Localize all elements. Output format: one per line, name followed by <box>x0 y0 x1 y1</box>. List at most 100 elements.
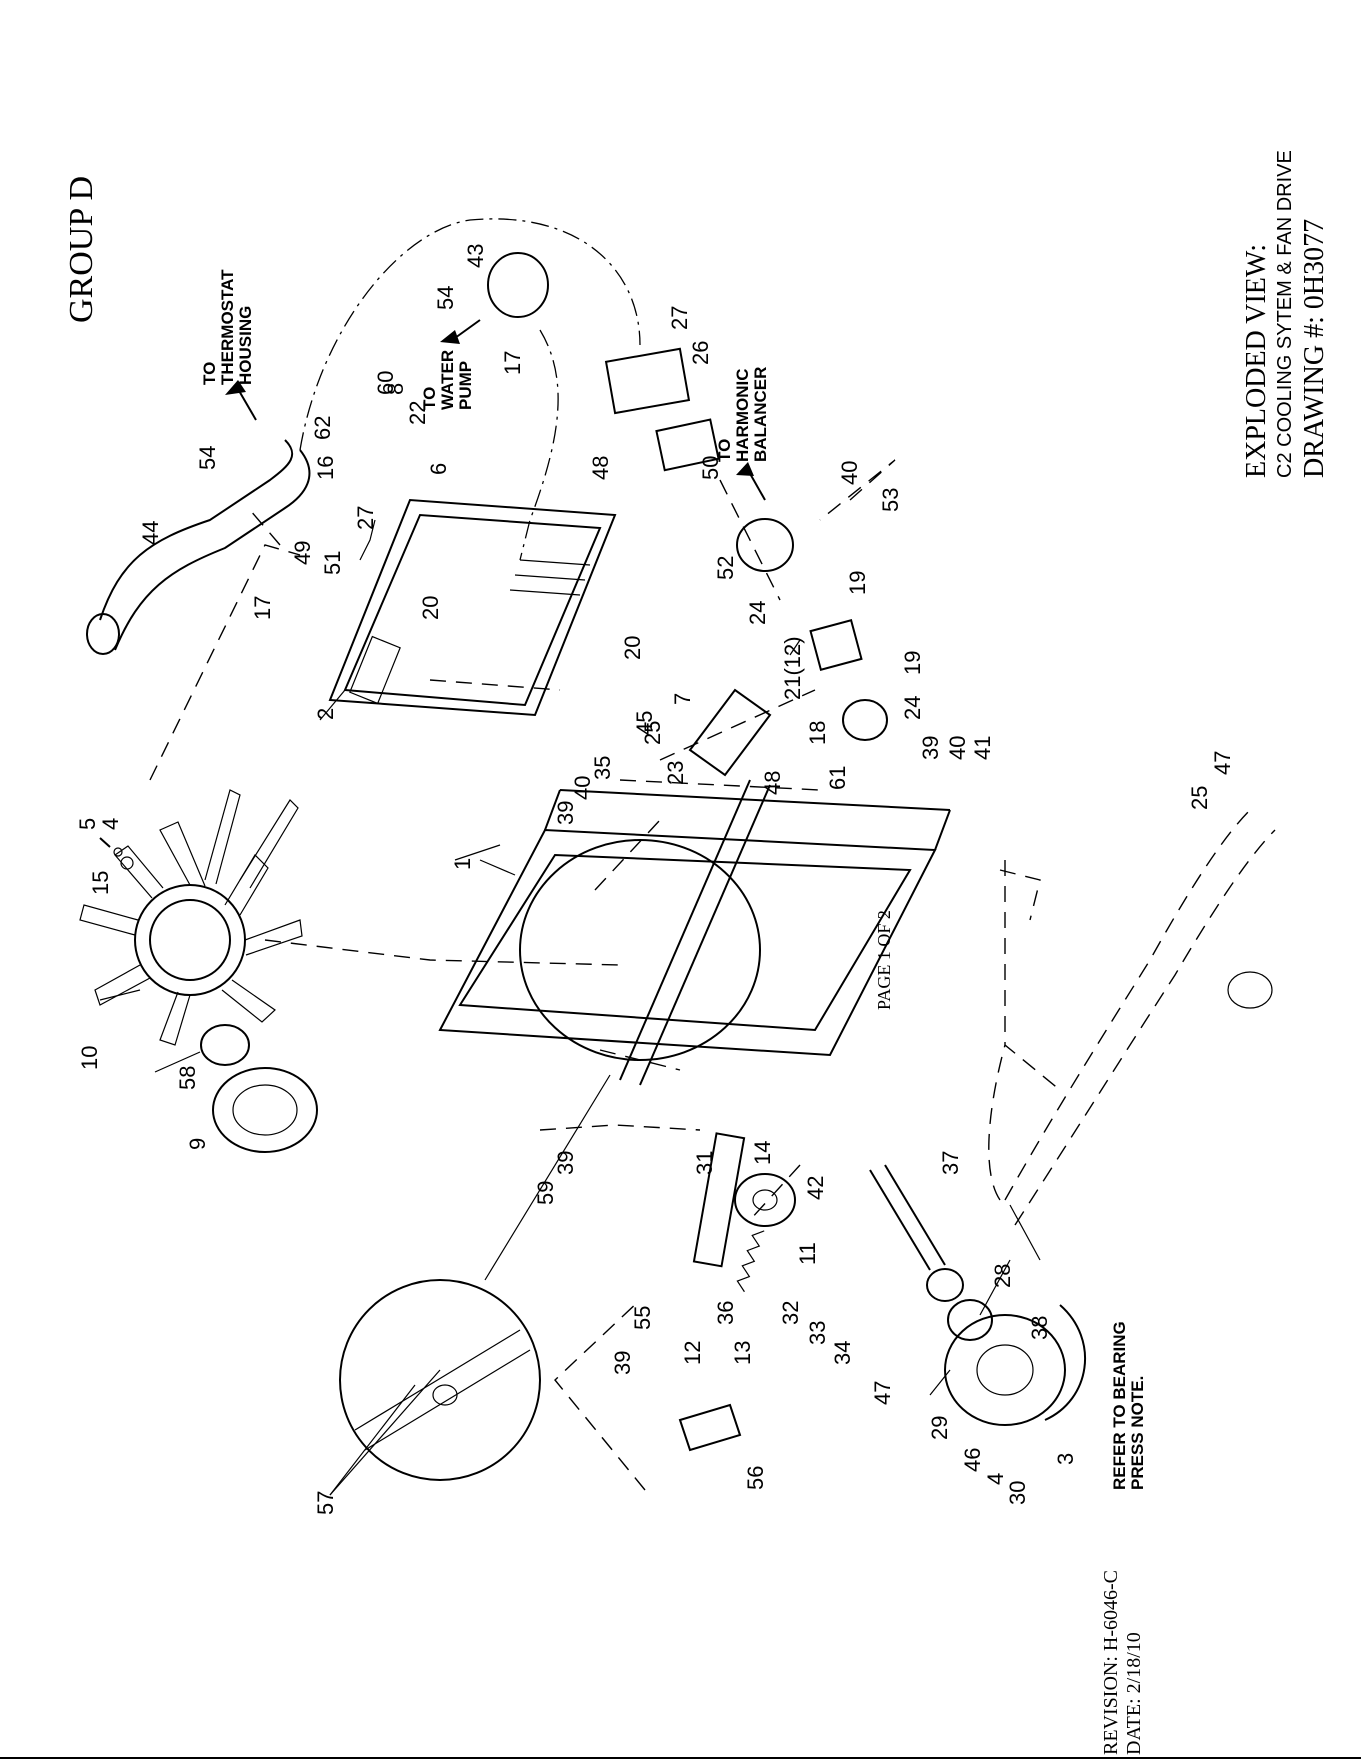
page-number: PAGE 1 OF 2 <box>874 910 894 1010</box>
drive-coupling <box>809 619 863 671</box>
harmonic-bracket <box>655 418 720 472</box>
callout-27b: 27 <box>667 306 692 330</box>
callout-13: 13 <box>730 1341 755 1365</box>
note-harmonic-line-3: BALANCER <box>751 367 770 462</box>
callout-20b: 20 <box>620 636 645 660</box>
callout-46: 46 <box>960 1448 985 1472</box>
title-line-1: EXPLODED VIEW: <box>1241 244 1272 478</box>
note-bearing-press: REFER TO BEARING PRESS NOTE. <box>1110 1321 1147 1490</box>
callout-60: 60 <box>373 371 398 395</box>
note-thermostat-line-2: THERMOSTAT <box>218 269 237 385</box>
callout-39a: 39 <box>553 801 578 825</box>
note-bearing-line-2: PRESS NOTE. <box>1128 1376 1147 1490</box>
callout-4b: 4 <box>983 1473 1008 1485</box>
callout-44: 44 <box>138 521 163 545</box>
shroud-plate <box>688 688 772 777</box>
lower-radiator-hose <box>988 809 1276 1226</box>
coolant-routing-line <box>299 218 641 561</box>
title-line-2: C2 COOLING SYTEM & FAN DRIVE <box>1274 150 1296 478</box>
fan-spacer <box>200 1024 250 1066</box>
note-bearing-line-1: REFER TO BEARING <box>1110 1321 1129 1490</box>
callout-49: 49 <box>290 541 315 565</box>
callout-48b: 48 <box>760 771 785 795</box>
callout-24a: 24 <box>745 601 770 625</box>
callout-39b: 39 <box>553 1151 578 1175</box>
callout-24b: 24 <box>900 696 925 720</box>
callout-16: 16 <box>313 456 338 480</box>
upper-radiator-hose <box>99 439 294 621</box>
callout-31: 31 <box>692 1151 717 1175</box>
callout-48a: 48 <box>588 456 613 480</box>
callout-7: 7 <box>670 693 695 705</box>
callout-40a: 40 <box>570 776 595 800</box>
fan-pulley <box>212 1067 318 1153</box>
callout-33: 33 <box>805 1321 830 1345</box>
callout-47a: 47 <box>870 1381 895 1405</box>
detail-circle <box>339 1074 611 1481</box>
callout-27a: 27 <box>353 506 378 530</box>
callout-19b: 19 <box>900 651 925 675</box>
callout-54b: 54 <box>433 286 458 310</box>
callout-8: 8 <box>383 383 408 395</box>
mounting-bracket <box>678 1403 742 1452</box>
callout-leaders <box>99 639 1041 1496</box>
callout-39d: 39 <box>918 736 943 760</box>
callout-29: 29 <box>927 1416 952 1440</box>
hub <box>947 1299 993 1341</box>
bearing <box>926 1268 964 1302</box>
title-line-3: DRAWING #: 0H3077 <box>1299 219 1330 478</box>
drive-pulley <box>944 1314 1066 1426</box>
date-label: DATE: 2/18/10 <box>1123 1632 1145 1755</box>
note-thermostat: TO THERMOSTAT HOUSING <box>200 269 255 385</box>
callout-23: 23 <box>663 761 688 785</box>
callout-34: 34 <box>830 1341 855 1365</box>
callout-50: 50 <box>698 456 723 480</box>
callout-47b: 47 <box>1210 751 1235 775</box>
callout-53: 53 <box>878 488 903 512</box>
callout-40c: 40 <box>837 461 862 485</box>
callout-38: 38 <box>1027 1316 1052 1340</box>
fan-drive-shaft <box>869 1169 931 1271</box>
drive-adapter <box>736 518 794 572</box>
water-pump-hose <box>487 252 549 318</box>
note-thermostat-line-1: TO <box>200 362 219 385</box>
callout-6: 6 <box>426 463 451 475</box>
callout-10: 10 <box>77 1046 102 1070</box>
callout-51: 51 <box>320 551 345 575</box>
callout-62: 62 <box>310 416 335 440</box>
callout-61: 61 <box>825 766 850 790</box>
note-thermostat-line-3: HOUSING <box>236 306 255 385</box>
callout-52: 52 <box>713 556 738 580</box>
callout-1: 1 <box>450 858 475 870</box>
callout-37: 37 <box>938 1151 963 1175</box>
direction-arrows <box>225 319 766 501</box>
tension-spring <box>736 1230 765 1293</box>
note-harmonic-line-1: TO <box>715 439 734 462</box>
callout-4a: 4 <box>98 818 123 830</box>
callout-25a: 25 <box>640 721 665 745</box>
callout-40b: 40 <box>945 736 970 760</box>
callouts: 1 2 3 4 4 5 6 7 8 9 10 11 12 13 14 15 16… <box>75 244 1235 1515</box>
callout-42: 42 <box>803 1176 828 1200</box>
assembly-lines <box>149 459 1061 1491</box>
callout-2: 2 <box>313 708 338 720</box>
drawing-linework <box>79 218 1276 1496</box>
callout-57: 57 <box>313 1491 338 1515</box>
callout-17a: 17 <box>250 596 275 620</box>
idler-pulley <box>734 1173 796 1227</box>
group-title: GROUP D <box>63 176 100 323</box>
note-water-pump-line-2: WATER <box>438 350 457 410</box>
callout-36: 36 <box>713 1301 738 1325</box>
belt-guard <box>1044 1304 1086 1421</box>
callout-39c: 39 <box>610 1351 635 1375</box>
callout-32: 32 <box>778 1301 803 1325</box>
bearing-housing <box>842 699 888 741</box>
callout-12: 12 <box>680 1341 705 1365</box>
callout-55: 55 <box>630 1306 655 1330</box>
revision-label: REVISION: H-6046-C <box>1100 1570 1122 1755</box>
callout-19a: 19 <box>845 571 870 595</box>
callout-59: 59 <box>533 1181 558 1205</box>
overflow-tube <box>359 519 376 561</box>
callout-54a: 54 <box>195 446 220 470</box>
